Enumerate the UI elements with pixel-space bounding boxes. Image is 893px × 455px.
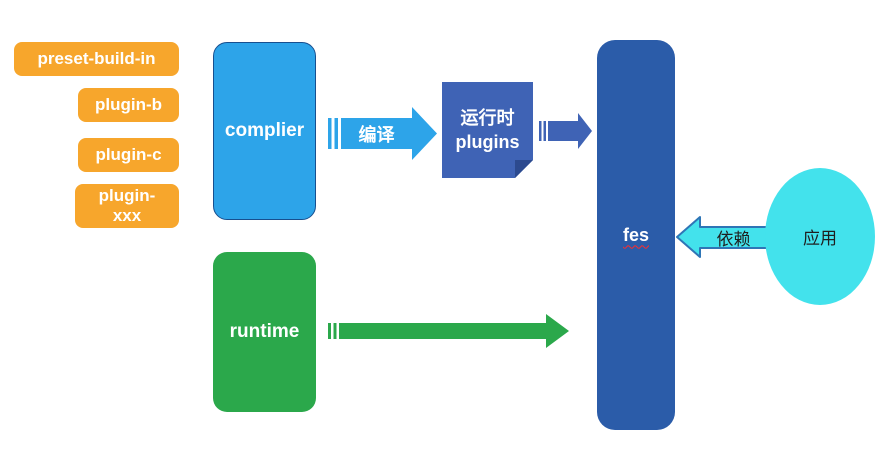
depend-arrow-label: 依赖 (716, 229, 751, 249)
plugin-box-xxx: plugin-xxx (75, 184, 179, 228)
plugin-box-xxx-label: plugin-xxx (98, 186, 156, 225)
runtime-to-fes-arrow (328, 314, 569, 348)
complier-box: complier (213, 42, 316, 220)
compile-arrow (328, 107, 437, 160)
runtime-plugins-note-line1: 运行时 (460, 108, 515, 128)
fes-box: fes (597, 40, 675, 430)
plugin-box-preset-build-in: preset-build-in (14, 42, 179, 76)
app-ellipse: 应用 (765, 168, 875, 305)
compile-arrow-label: 编译 (358, 124, 395, 145)
plugin-box-b: plugin-b (78, 88, 179, 122)
runtime-plugins-note-line2: plugins (455, 132, 520, 152)
runtime-box: runtime (213, 252, 316, 412)
plugins-to-fes-arrow (539, 113, 592, 149)
fes-label: fes (622, 224, 649, 245)
plugin-box-c: plugin-c (78, 138, 179, 172)
